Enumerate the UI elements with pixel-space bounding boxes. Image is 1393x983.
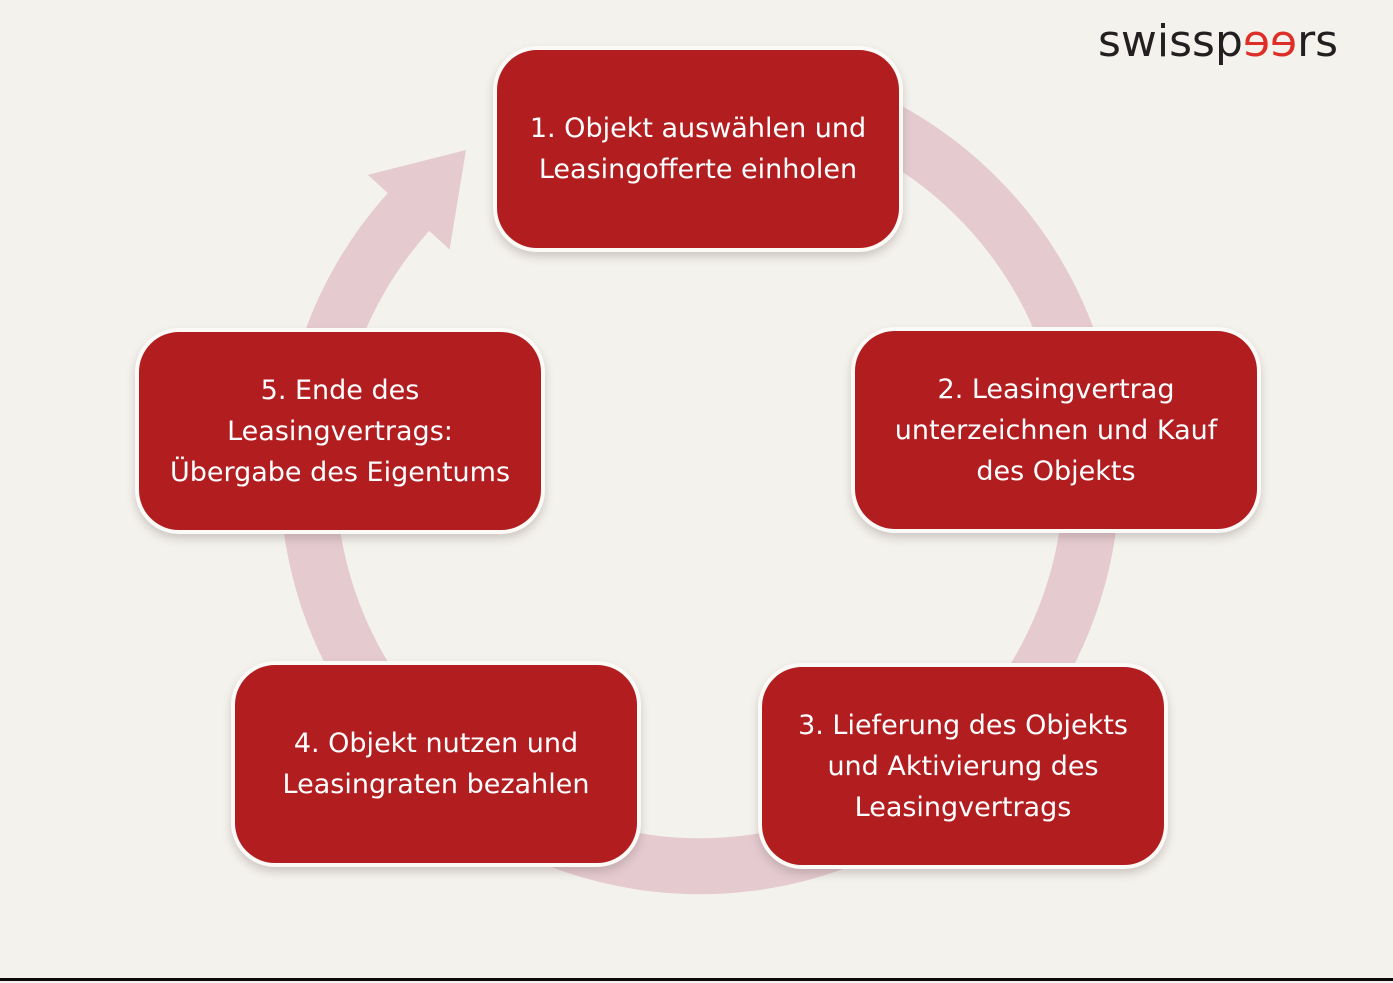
step-box-4: 4. Objekt nutzen und Leasingraten bezahl… bbox=[231, 661, 641, 867]
step-box-2: 2. Leasingvertrag unterzeichnen und Kauf… bbox=[851, 327, 1261, 533]
step-1-label: 1. Objekt auswählen und Leasingofferte e… bbox=[529, 113, 867, 185]
step-box-1: 1. Objekt auswählen und Leasingofferte e… bbox=[493, 46, 903, 252]
step-4-label: 4. Objekt nutzen und Leasingraten bezahl… bbox=[282, 728, 590, 800]
step-3-label: 3. Lieferung des Objekts und Aktivierung… bbox=[798, 709, 1128, 823]
step-2-label: 2. Leasingvertrag unterzeichnen und Kauf… bbox=[894, 373, 1218, 487]
logo-reversed-e-icon: e bbox=[1270, 16, 1298, 67]
logo-text-prefix: swissp bbox=[1098, 16, 1243, 67]
logo-text-suffix: rs bbox=[1297, 16, 1339, 67]
swisspeers-logo: swisspeers bbox=[1098, 16, 1338, 67]
step-box-3: 3. Lieferung des Objekts und Aktivierung… bbox=[758, 663, 1168, 869]
step-box-5: 5. Ende des Leasingvertrags: Übergabe de… bbox=[135, 328, 545, 534]
cycle-arrowhead-icon bbox=[367, 150, 466, 250]
bottom-border-line bbox=[0, 978, 1393, 981]
step-5-label: 5. Ende des Leasingvertrags: Übergabe de… bbox=[169, 374, 511, 488]
logo-reversed-e-icon: e bbox=[1242, 16, 1270, 67]
